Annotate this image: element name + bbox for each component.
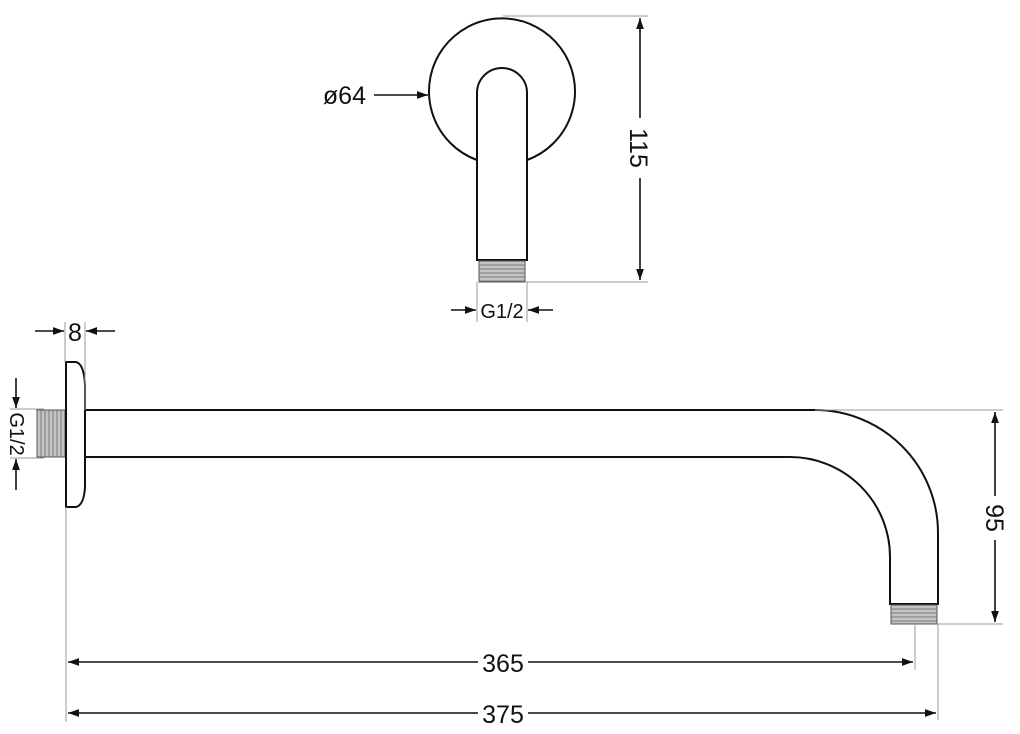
drop-label: 95 [980,504,1008,532]
height-label: 115 [624,128,652,168]
top-view: ø64 115 G1/2 [323,15,652,323]
wall-flange [65,361,86,508]
outlet-thread [890,604,938,625]
shower-arm [85,409,939,605]
outlet-thread [478,260,526,283]
reach-inner-label: 365 [482,650,524,678]
inlet-thread [36,409,66,458]
reach-total-label: 375 [482,701,524,729]
outlet-thread-label: G1/2 [480,301,523,323]
arm-tube-front [476,67,528,261]
inlet-thread-label: G1/2 [5,412,27,455]
diameter-label: ø64 [323,82,366,110]
flange-thickness-label: 8 [68,319,82,347]
flange-circle [428,17,576,161]
side-view: 8 G1/2 95 365 375 [5,319,1008,729]
